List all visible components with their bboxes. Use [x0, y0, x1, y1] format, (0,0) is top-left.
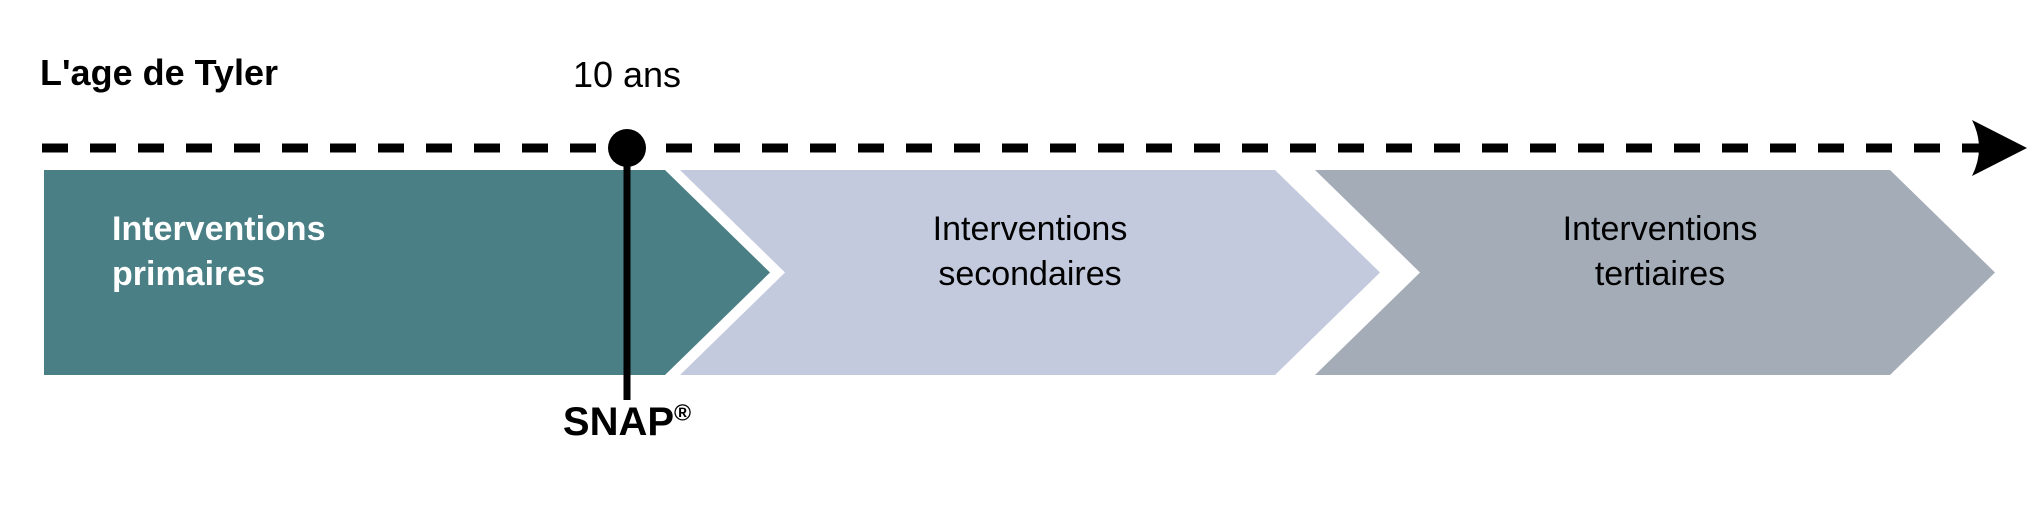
age-marker-label: 10 ans: [572, 54, 682, 95]
stage-chevron-primary: [44, 170, 770, 375]
registered-trademark-icon: ®: [674, 399, 692, 426]
stage-label-tertiary: Interventions tertiaires: [1562, 210, 1758, 293]
stage-chevron-secondary: [680, 170, 1380, 375]
axis-label: L'age de Tyler: [40, 52, 278, 93]
snap-annotation-text: SNAP: [562, 400, 675, 444]
stage-label-primary: Interventions primaires: [112, 210, 326, 293]
stage-chevron-tertiary: [1315, 170, 1995, 375]
stage-label-secondary: Interventions secondaires: [932, 210, 1128, 293]
snap-annotation-label: SNAP®: [563, 400, 691, 445]
